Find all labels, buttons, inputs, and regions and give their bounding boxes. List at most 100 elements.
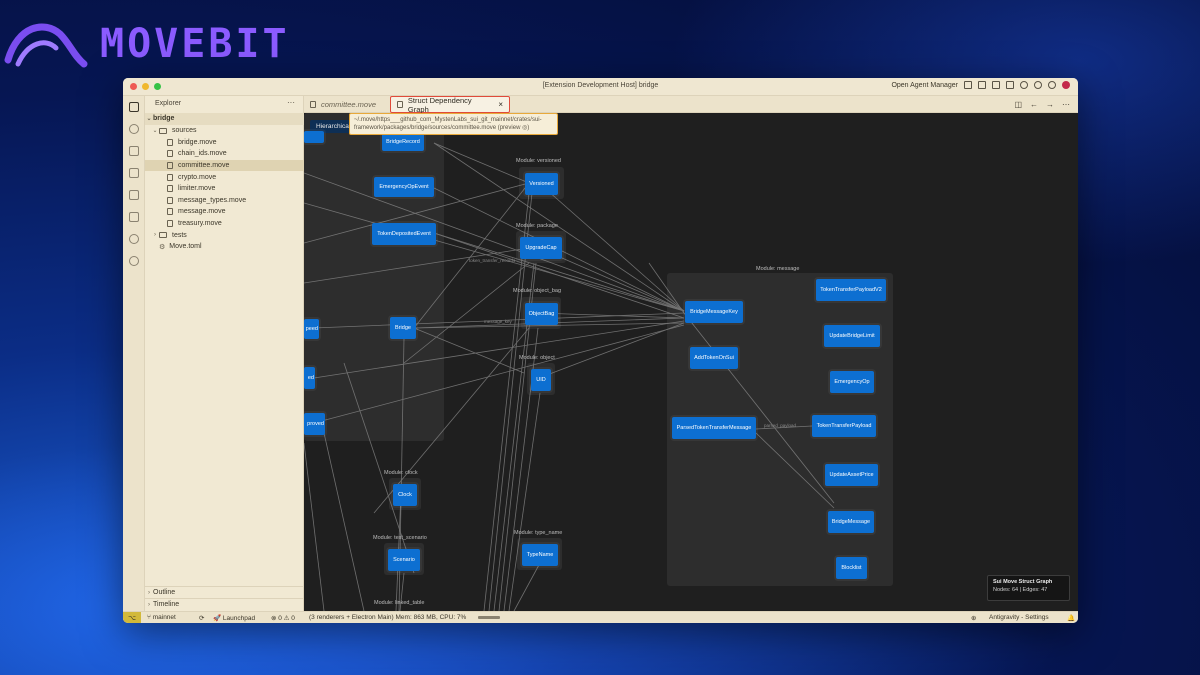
problems-indicator[interactable]: ⊗ 0 ⚠ 0 xyxy=(271,615,295,622)
open-agent-manager-button[interactable]: Open Agent Manager xyxy=(891,81,958,89)
graph-node-update-asset-price[interactable]: UpdateAssetPrice xyxy=(825,464,878,486)
chevron-right-icon: › xyxy=(148,589,150,596)
extensions-icon[interactable] xyxy=(129,212,139,222)
more-actions-icon[interactable]: ⋯ xyxy=(1062,100,1070,109)
folder-icon xyxy=(159,232,167,239)
layout-editor-icon[interactable] xyxy=(992,81,1000,89)
progress-indicator xyxy=(478,616,500,619)
split-editor-icon[interactable]: ◫ xyxy=(1014,100,1022,109)
tab-struct-dependency-graph[interactable]: Struct Dependency Graph × xyxy=(390,96,510,114)
graph-node-blocklist[interactable]: Blocklist xyxy=(836,557,867,579)
sync-icon[interactable]: ⟳ xyxy=(199,615,205,622)
explorer-more-button[interactable]: ··· xyxy=(287,98,295,107)
graph-node-type-name[interactable]: TypeName xyxy=(522,544,558,566)
folder-icon xyxy=(159,127,167,134)
tree-file[interactable]: crypto.move xyxy=(145,171,304,183)
launchpad-button[interactable]: 🚀 Launchpad xyxy=(213,615,256,622)
source-control-icon[interactable] xyxy=(129,146,139,156)
module-label-message: Module: message xyxy=(756,266,800,272)
tree-file[interactable]: message.move xyxy=(145,206,304,218)
hierarchical-layout-button[interactable]: Hierarchical xyxy=(310,120,357,133)
graph-node-scenario[interactable]: Scenario xyxy=(388,549,420,571)
notifications-icon[interactable]: 🔔 xyxy=(1067,615,1076,622)
explorer-icon[interactable] xyxy=(129,102,139,112)
settings-status[interactable]: Antigravity - Settings xyxy=(989,614,1049,621)
tree-file[interactable]: treasury.move xyxy=(145,218,304,230)
graph-node-proved-partial[interactable]: proved xyxy=(304,413,325,435)
module-label-package: Module: package xyxy=(516,223,558,229)
remote-explorer-icon[interactable] xyxy=(129,190,139,200)
minimize-window-button[interactable] xyxy=(142,83,149,90)
layout-panel-icon[interactable] xyxy=(978,81,986,89)
graph-node-token-transfer-payload[interactable]: TokenTransferPayload xyxy=(812,415,876,437)
graph-node-emergency-op-event[interactable]: EmergencyOpEvent xyxy=(374,177,434,197)
search-view-icon[interactable] xyxy=(129,124,139,134)
file-icon xyxy=(167,173,173,181)
branch-indicator[interactable]: ⑂ mainnet xyxy=(147,614,176,621)
graph-node-bridge[interactable]: Bridge xyxy=(390,317,416,339)
edge-label-message-key: message_key xyxy=(484,319,512,324)
graph-node-add-token-on-sui[interactable]: AddTokenOnSui xyxy=(690,347,738,369)
movebit-logo-icon xyxy=(4,23,88,68)
graph-node-token-transfer-payload-v2[interactable]: TokenTransferPayloadV2 xyxy=(816,279,886,301)
module-label-versioned: Module: versioned xyxy=(516,158,561,164)
zoom-icon[interactable]: ⊕ xyxy=(971,615,977,622)
graph-node-uid[interactable]: UID xyxy=(531,369,551,391)
gear-icon[interactable] xyxy=(1048,81,1056,89)
graph-node-ed-partial[interactable]: ed xyxy=(304,367,315,389)
search-icon[interactable] xyxy=(1020,81,1028,89)
close-window-button[interactable] xyxy=(130,83,137,90)
accounts-icon[interactable] xyxy=(1034,81,1042,89)
tree-file[interactable]: chain_ids.move xyxy=(145,148,304,160)
remote-indicator-icon[interactable]: ⌥ xyxy=(123,612,141,623)
file-icon xyxy=(167,185,173,193)
layout-sidebar-icon[interactable] xyxy=(964,81,972,89)
graph-node-upgrade-cap[interactable]: UpgradeCap xyxy=(520,237,562,259)
tree-root-bridge[interactable]: ⌄ bridge xyxy=(145,113,304,125)
maximize-window-button[interactable] xyxy=(154,83,161,90)
graph-node-object-bag[interactable]: ObjectBag xyxy=(525,303,558,325)
file-icon xyxy=(167,196,173,204)
timeline-section[interactable]: › Timeline xyxy=(145,598,304,610)
graph-node-speed-partial[interactable]: peed xyxy=(304,319,319,339)
testing-icon[interactable] xyxy=(129,234,139,244)
graph-info-title: Sui Move Struct Graph xyxy=(993,579,1053,585)
chevron-right-icon: › xyxy=(154,232,156,239)
tree-file-toml[interactable]: ⚙ Move.toml xyxy=(159,243,202,251)
file-icon xyxy=(167,150,173,158)
graph-node-versioned[interactable]: Versioned xyxy=(525,173,558,195)
graph-node-partial[interactable] xyxy=(304,131,324,143)
graph-node-update-bridge-limit[interactable]: UpdateBridgeLimit xyxy=(824,325,880,347)
struct-dependency-graph[interactable]: message_key token_transfer_records parse… xyxy=(304,113,1078,611)
module-bridge-box xyxy=(304,113,444,441)
graph-node-bridge-record[interactable]: BridgeRecord xyxy=(382,133,424,151)
graph-node-bridge-message[interactable]: BridgeMessage xyxy=(828,511,874,533)
tree-file[interactable]: limiter.move xyxy=(145,183,304,195)
tree-file[interactable]: bridge.move xyxy=(145,137,304,149)
outline-section[interactable]: › Outline xyxy=(145,586,304,598)
graph-node-parsed-token-transfer-message[interactable]: ParsedTokenTransferMessage xyxy=(672,417,756,439)
go-back-icon[interactable]: ← xyxy=(1030,100,1038,109)
brand: MOVEBIT xyxy=(4,14,290,74)
timeline-view-icon[interactable] xyxy=(129,256,139,266)
editor-window: [Extension Development Host] bridge Open… xyxy=(123,78,1078,623)
graph-node-clock[interactable]: Clock xyxy=(393,484,417,506)
memory-status: (3 renderers + Electron Main) Mem: 863 M… xyxy=(309,614,467,621)
run-debug-icon[interactable] xyxy=(129,168,139,178)
graph-node-bridge-message-key[interactable]: BridgeMessageKey xyxy=(685,301,743,323)
graph-node-emergency-op[interactable]: EmergencyOp xyxy=(830,371,874,393)
tab-committee-move[interactable]: committee.move xyxy=(304,96,382,113)
explorer-header: Explorer xyxy=(155,100,182,107)
tree-folder-sources[interactable]: ⌄ sources xyxy=(152,127,197,135)
file-icon xyxy=(310,101,316,108)
tree-file-selected[interactable]: committee.move xyxy=(145,159,304,172)
tree-file[interactable]: message_types.move xyxy=(145,195,304,207)
go-forward-icon[interactable]: → xyxy=(1046,100,1054,109)
close-icon[interactable]: × xyxy=(498,100,503,109)
edge-label-token-transfer-records: token_transfer_records xyxy=(469,258,516,263)
activity-bar xyxy=(123,96,145,611)
avatar[interactable] xyxy=(1062,81,1070,89)
graph-node-token-deposited-event[interactable]: TokenDepositedEvent xyxy=(372,223,436,245)
tree-folder-tests[interactable]: › tests xyxy=(145,229,304,241)
layout-custom-icon[interactable] xyxy=(1006,81,1014,89)
